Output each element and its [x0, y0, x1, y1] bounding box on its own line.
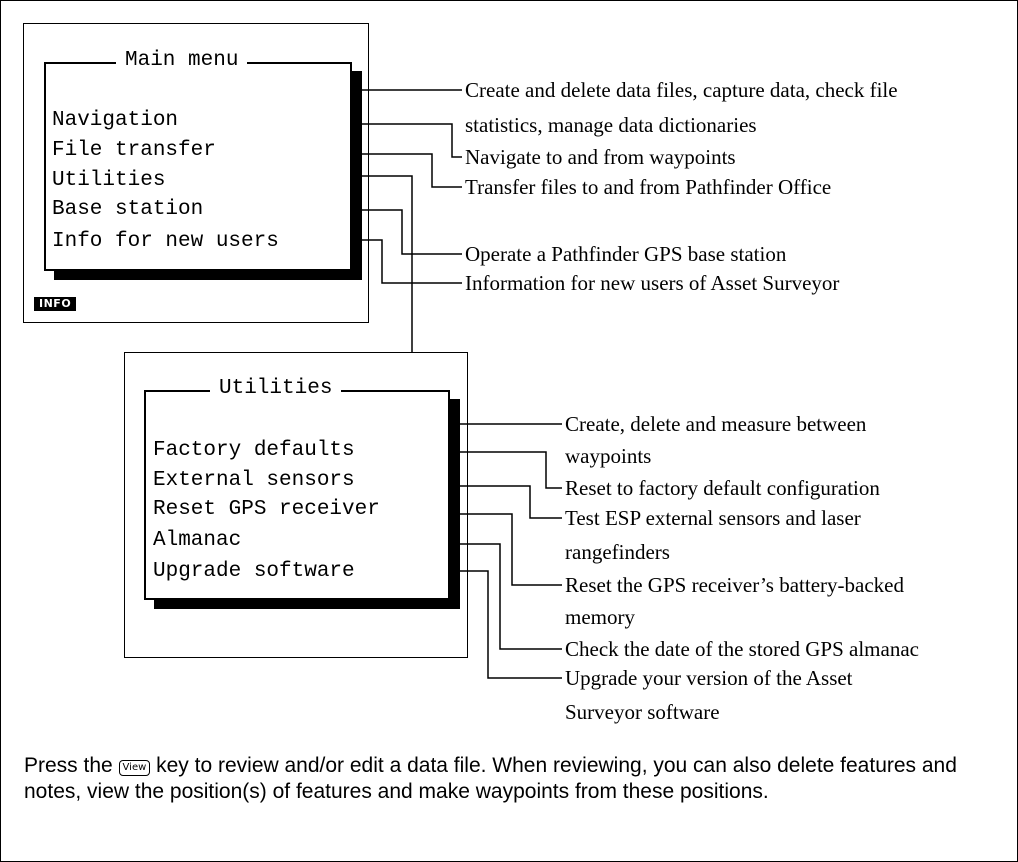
connector-utilities: [358, 175, 413, 352]
util-desc-3: Test ESP external sensors and laser: [565, 506, 861, 530]
utilities-menu-title: Utilities: [210, 378, 342, 400]
menu-item-upgrade-software[interactable]: Upgrade software: [153, 560, 355, 583]
main-desc-1b: statistics, manage data dictionaries: [465, 113, 757, 137]
util-desc-6: Upgrade your version of the Asset: [565, 666, 853, 690]
leader-info: [354, 239, 462, 284]
util-desc-3b: rangefinders: [565, 540, 670, 564]
info-badge: INFO: [34, 297, 77, 311]
util-desc-1: Create, delete and measure between: [565, 412, 867, 436]
menu-item-navigation[interactable]: Navigation: [52, 109, 179, 132]
util-desc-4b: memory: [565, 605, 635, 629]
util-desc-5: Check the date of the stored GPS almanac: [565, 637, 919, 661]
menu-item-info-for-new-users[interactable]: Info for new users: [52, 230, 279, 253]
main-desc-1: Create and delete data files, capture da…: [465, 78, 898, 102]
leader-utilities-main: [358, 153, 462, 188]
menu-item-reset-gps-receiver[interactable]: Reset GPS receiver: [153, 498, 380, 521]
menu-item-almanac[interactable]: Almanac: [153, 529, 242, 552]
leader-reset-gps: [450, 485, 562, 519]
menu-item-external-sensors[interactable]: External sensors: [153, 469, 355, 492]
main-desc-2: Navigate to and from waypoints: [465, 145, 736, 169]
footer-paragraph: Press the View key to review and/or edit…: [24, 753, 994, 805]
menu-item-base-station[interactable]: Base station: [52, 198, 204, 221]
menu-item-factory-defaults[interactable]: Factory defaults: [153, 439, 355, 462]
leader-upgrade-2: [450, 570, 562, 679]
main-desc-5: Information for new users of Asset Surve…: [465, 271, 840, 295]
leader-file-transfer: [352, 123, 462, 158]
util-desc-2: Reset to factory default configuration: [565, 476, 880, 500]
view-key-icon: View: [118, 760, 151, 776]
main-menu-box: [44, 62, 352, 271]
util-desc-6b: Surveyor software: [565, 700, 720, 724]
leader-upgrade: [450, 543, 562, 650]
leader-base-station: [358, 209, 462, 255]
util-desc-4: Reset the GPS receiver’s battery-backed: [565, 573, 904, 597]
leader-almanac: [450, 513, 562, 586]
utilities-menu-box: [144, 390, 450, 600]
menu-item-file-transfer[interactable]: File transfer: [52, 139, 216, 162]
util-desc-1b: waypoints: [565, 444, 652, 468]
main-desc-3: Transfer files to and from Pathfinder Of…: [465, 175, 832, 199]
footer-text-end: key to review and/or edit a data file. W…: [24, 754, 957, 803]
leader-external-sensors: [450, 451, 562, 489]
main-menu-title: Main menu: [116, 50, 248, 72]
main-desc-4: Operate a Pathfinder GPS base station: [465, 242, 787, 266]
footer-text-start: Press the: [24, 754, 119, 777]
menu-item-utilities[interactable]: Utilities: [52, 169, 166, 192]
